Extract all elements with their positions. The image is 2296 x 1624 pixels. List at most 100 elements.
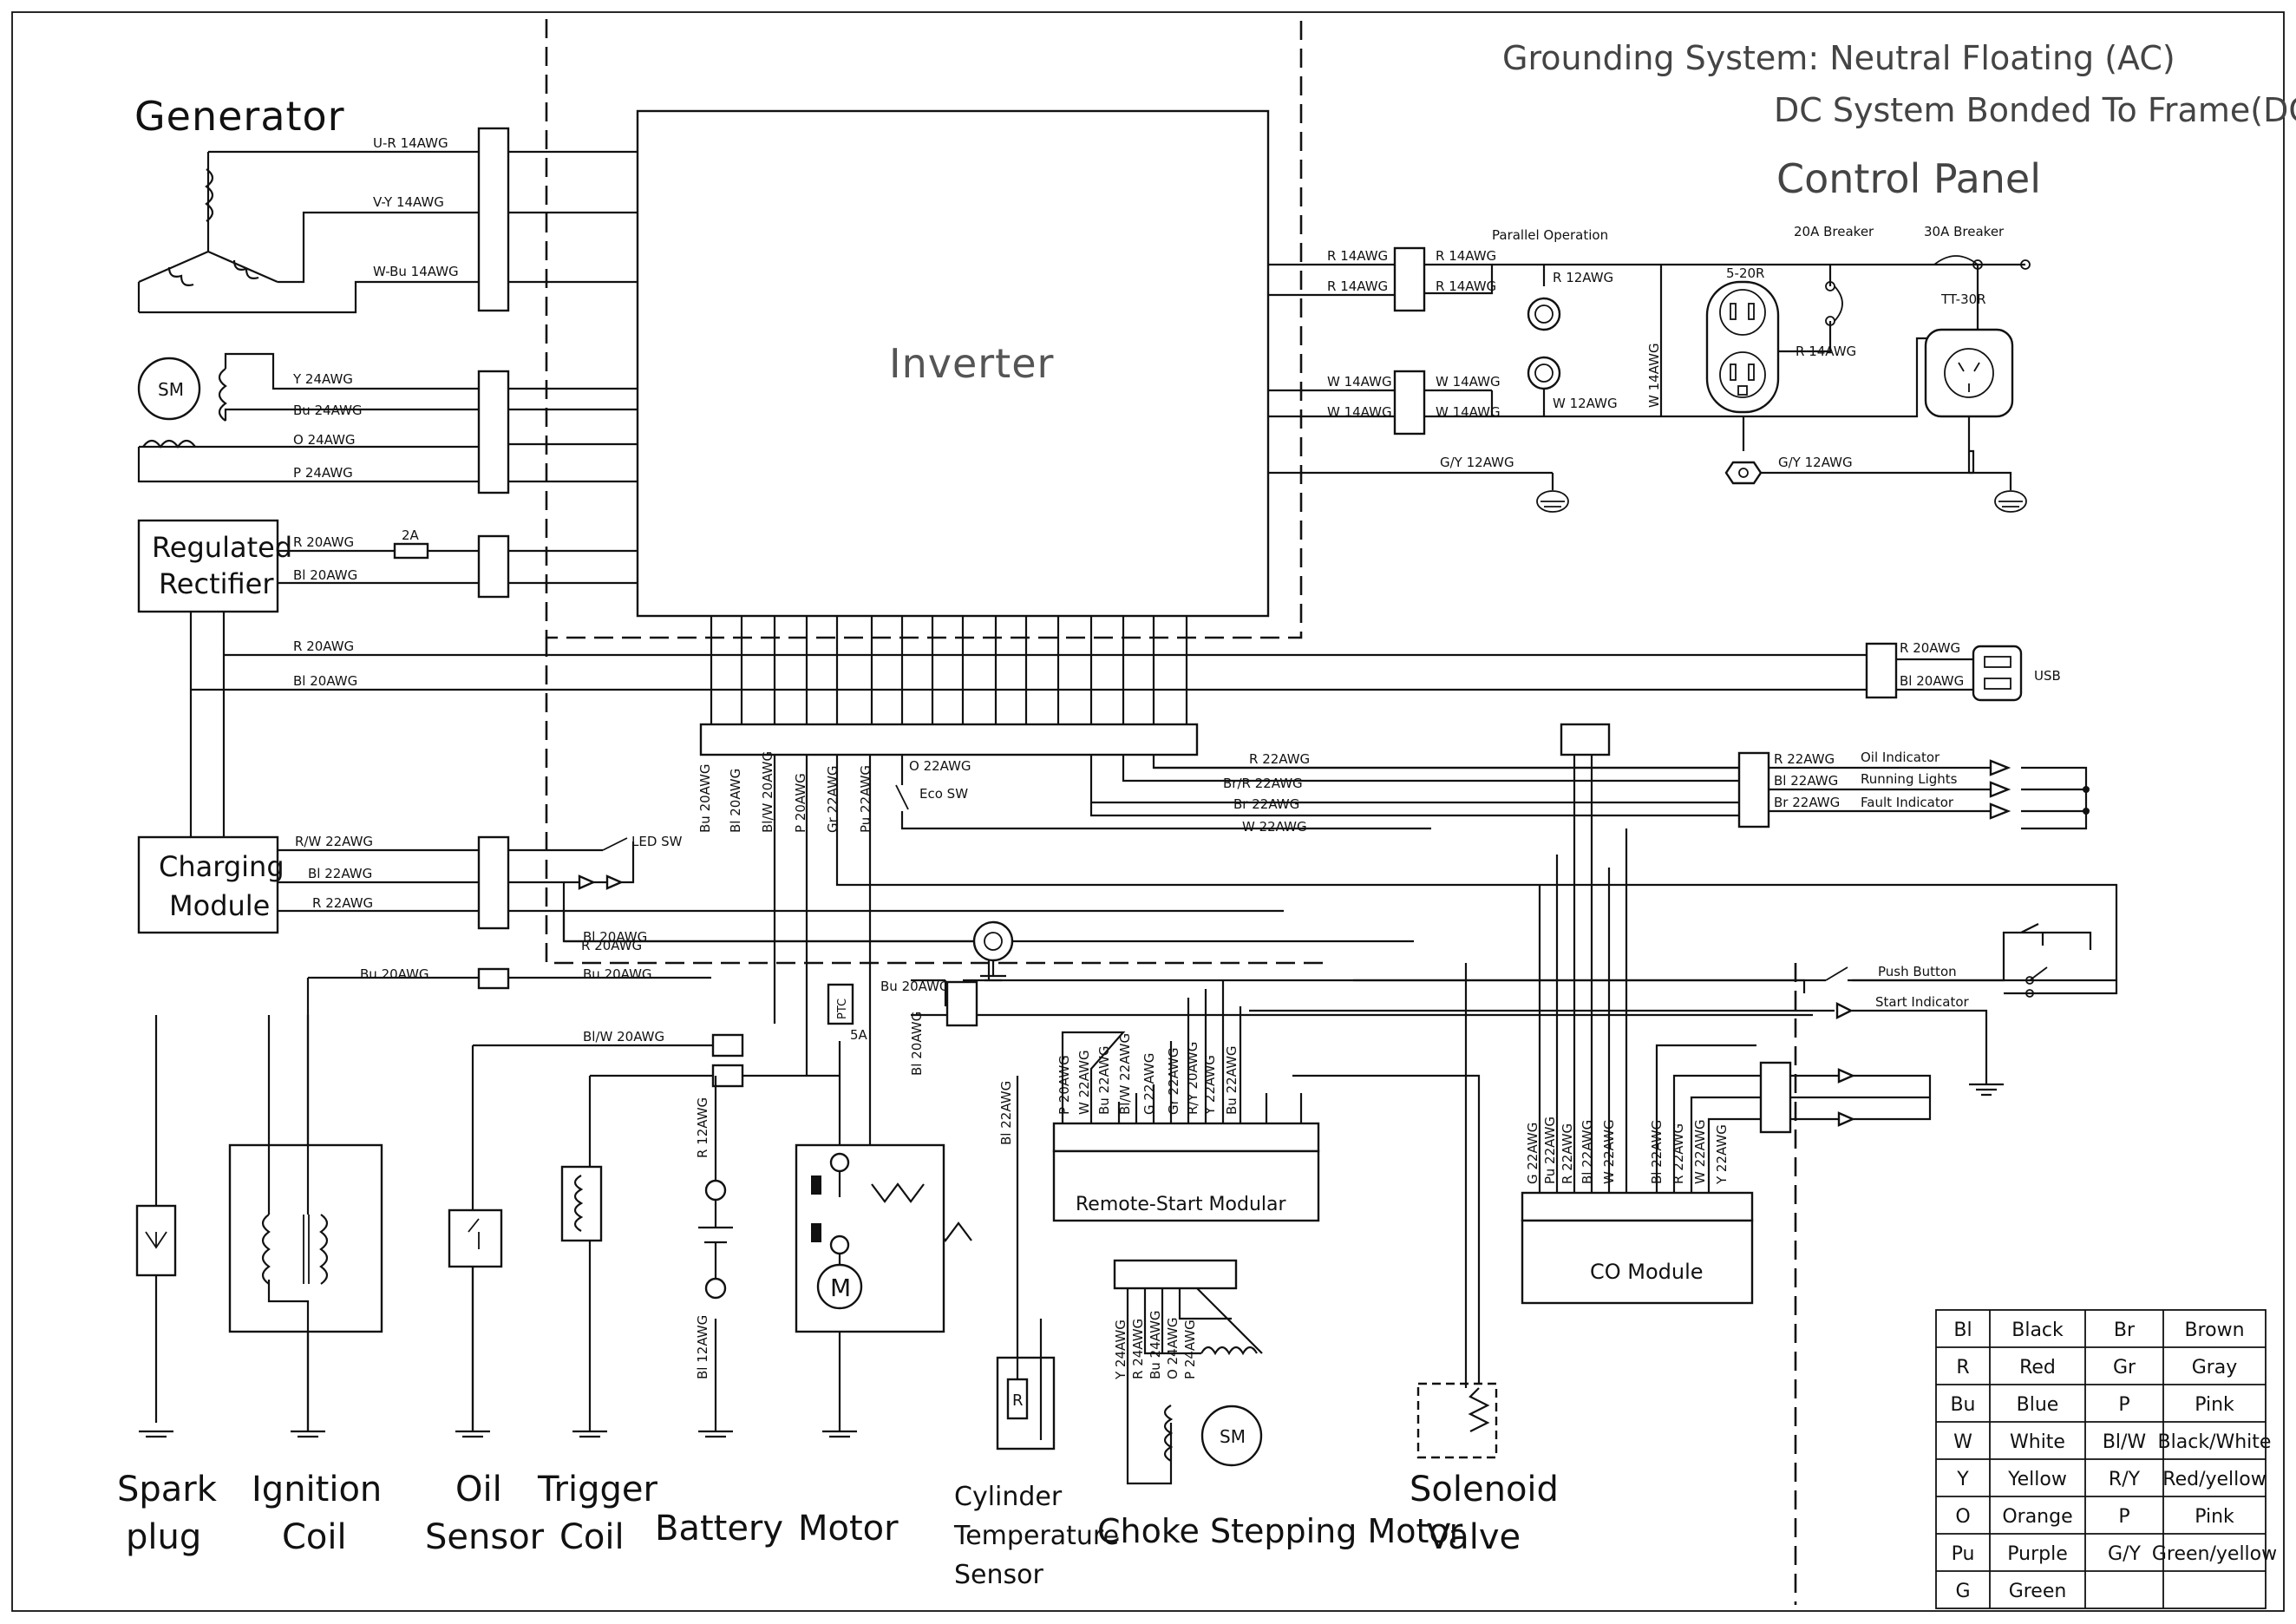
svg-text:W 22AWG: W 22AWG xyxy=(1601,1119,1617,1184)
svg-text:W 14AWG: W 14AWG xyxy=(1436,404,1501,420)
co-module-wires: G 22AWG Pu 22AWG R 22AWG Bl 22AWG W 22AW… xyxy=(1525,755,1730,1193)
inverter-bus-drops xyxy=(710,616,1188,724)
inverter-bus-connector xyxy=(699,723,1199,756)
svg-text:R 24AWG: R 24AWG xyxy=(1130,1319,1146,1379)
grounding-line-1: Grounding System: Neutral Floating (AC) xyxy=(1502,39,2175,77)
inverter-inputs xyxy=(508,150,638,585)
svg-text:R 22AWG: R 22AWG xyxy=(312,895,373,911)
co-upper-terminal xyxy=(1560,723,1611,756)
frame-ground-ring xyxy=(972,920,1014,982)
legend-cell: Pu xyxy=(1952,1543,1975,1565)
usb-wires: R 20AWG Bl 20AWG xyxy=(1896,640,1973,691)
inverter-output-terminal-w xyxy=(1393,370,1426,435)
svg-text:Br/R 22AWG: Br/R 22AWG xyxy=(1223,776,1303,791)
choke-sm-label: SM xyxy=(1220,1426,1246,1447)
svg-text:G/Y 12AWG: G/Y 12AWG xyxy=(1778,455,1853,470)
svg-text:TT-30R: TT-30R xyxy=(1940,291,1986,307)
svg-text:5A: 5A xyxy=(850,1027,868,1043)
svg-text:Bl 22AWG: Bl 22AWG xyxy=(998,1081,1014,1145)
svg-text:W 22AWG: W 22AWG xyxy=(1242,819,1307,835)
starter-motor-m: M xyxy=(830,1274,851,1302)
indicator-wiring: R 22AWG Br/R 22AWG Br 22AWG W 22AWG xyxy=(1089,751,1743,835)
usb-port-icon: USB xyxy=(1972,645,2061,702)
svg-text:Bl 22AWG: Bl 22AWG xyxy=(1580,1120,1595,1184)
inverter-outputs: R 14AWG R 14AWG W 14AWG W 14AWG G/Y 12AW… xyxy=(1268,248,1553,475)
co-module-box xyxy=(1521,1219,1754,1305)
legend-cell: Purple xyxy=(2007,1543,2067,1565)
cylinder-temp-sensor: Bl 22AWG xyxy=(996,1076,1056,1450)
svg-text:Bu 20AWG: Bu 20AWG xyxy=(697,763,713,833)
legend-cell: Blue xyxy=(2017,1394,2059,1416)
outlet-tt-30r xyxy=(1924,328,2014,473)
svg-text:LED SW: LED SW xyxy=(631,834,683,849)
legend-cell: W xyxy=(1953,1431,1972,1453)
legend-cell: Bl xyxy=(1953,1320,1972,1341)
legend-cell: White xyxy=(2010,1431,2065,1453)
bus-vertical-labels: Bu 20AWG Bl 20AWG Bl/W 20AWG P 20AWG Gr … xyxy=(697,751,873,833)
charging-label-1: Charging xyxy=(159,850,285,883)
grounding-line-2: DC System Bonded To Frame(DC) xyxy=(1774,91,2296,129)
svg-text:Bl 22AWG: Bl 22AWG xyxy=(1649,1120,1665,1184)
svg-text:Br 22AWG: Br 22AWG xyxy=(1774,795,1840,810)
svg-text:Pu 22AWG: Pu 22AWG xyxy=(858,765,873,833)
control-panel-title: Control Panel xyxy=(1776,155,2041,202)
svg-text:Bl 20AWG: Bl 20AWG xyxy=(583,929,647,945)
svg-text:R/Y 20AWG: R/Y 20AWG xyxy=(1185,1042,1200,1115)
svg-text:Temperature: Temperature xyxy=(953,1521,1119,1551)
svg-text:W 22AWG: W 22AWG xyxy=(1076,1050,1092,1115)
svg-text:V-Y 14AWG: V-Y 14AWG xyxy=(373,194,444,210)
svg-text:Start Indicator: Start Indicator xyxy=(1875,994,1970,1010)
svg-text:R 20AWG: R 20AWG xyxy=(1900,640,1960,656)
bu20-terminal xyxy=(477,967,510,990)
sm-circle xyxy=(137,357,201,421)
remote-start-box xyxy=(1052,1149,1320,1222)
svg-text:Bl/W 20AWG: Bl/W 20AWG xyxy=(583,1029,664,1044)
svg-text:USB: USB xyxy=(2034,668,2061,684)
rectifier-wires: 2A R 20AWG Bl 20AWG xyxy=(278,527,499,585)
svg-text:Running Lights: Running Lights xyxy=(1861,771,1958,787)
legend-cell: Bl/W xyxy=(2103,1431,2147,1453)
choke-sm-circle xyxy=(1200,1405,1263,1467)
inverter-dashed-boundary xyxy=(545,19,1303,639)
legend-cell: Gr xyxy=(2113,1357,2136,1378)
svg-text:Bl 20AWG: Bl 20AWG xyxy=(728,769,743,833)
generator-winding xyxy=(137,150,499,314)
svg-text:Sensor: Sensor xyxy=(954,1560,1043,1590)
svg-text:Bl 20AWG: Bl 20AWG xyxy=(293,673,357,689)
svg-text:Coil: Coil xyxy=(559,1517,625,1557)
svg-text:Bu 22AWG: Bu 22AWG xyxy=(1224,1045,1240,1115)
svg-text:Trigger: Trigger xyxy=(537,1470,658,1509)
breaker-20a xyxy=(1825,281,1843,326)
ptc-fuse: PTC 5A xyxy=(827,983,868,1043)
sm-label: SM xyxy=(158,379,184,400)
co-led-terminal xyxy=(1759,1061,1792,1134)
starter-motor xyxy=(795,1143,945,1438)
svg-text:O 24AWG: O 24AWG xyxy=(1165,1317,1181,1379)
sm-wires: Y 24AWG Bu 24AWG O 24AWG P 24AWG xyxy=(137,352,499,483)
svg-text:Bu 24AWG: Bu 24AWG xyxy=(1148,1310,1163,1379)
svg-text:Parallel Operation: Parallel Operation xyxy=(1492,227,1608,243)
svg-text:O 22AWG: O 22AWG xyxy=(909,758,971,774)
svg-text:Ignition: Ignition xyxy=(252,1470,382,1509)
led-switch: LED SW xyxy=(508,834,1414,943)
start-indicator: Start Indicator xyxy=(1249,994,1988,1050)
svg-text:G/Y 12AWG: G/Y 12AWG xyxy=(1440,455,1514,470)
control-panel-wires: Parallel Operation R 14AWG R 14AWG W 14A… xyxy=(1424,224,2025,475)
bu-remote-terminal xyxy=(945,980,978,1027)
legend-cell: P xyxy=(2118,1394,2129,1416)
svg-text:Bl 22AWG: Bl 22AWG xyxy=(1774,773,1838,789)
solenoid-valve xyxy=(1292,963,1498,1459)
svg-text:Bl 22AWG: Bl 22AWG xyxy=(308,866,372,881)
battery: R 12AWG Bl 12AWG xyxy=(695,1076,733,1438)
svg-text:30A Breaker: 30A Breaker xyxy=(1924,224,2005,239)
svg-text:R 14AWG: R 14AWG xyxy=(1436,248,1496,264)
legend-cell: Red xyxy=(2019,1357,2056,1378)
svg-text:Bu 20AWG: Bu 20AWG xyxy=(360,966,429,982)
breaker-30a xyxy=(1933,255,2031,270)
svg-text:Solenoid: Solenoid xyxy=(1410,1470,1559,1509)
co-led-wires xyxy=(1655,1044,1932,1197)
legend-cell: Orange xyxy=(2002,1506,2072,1528)
svg-text:Gr 22AWG: Gr 22AWG xyxy=(1166,1047,1181,1115)
svg-text:Y 24AWG: Y 24AWG xyxy=(292,371,353,387)
svg-text:R 12AWG: R 12AWG xyxy=(695,1097,710,1158)
